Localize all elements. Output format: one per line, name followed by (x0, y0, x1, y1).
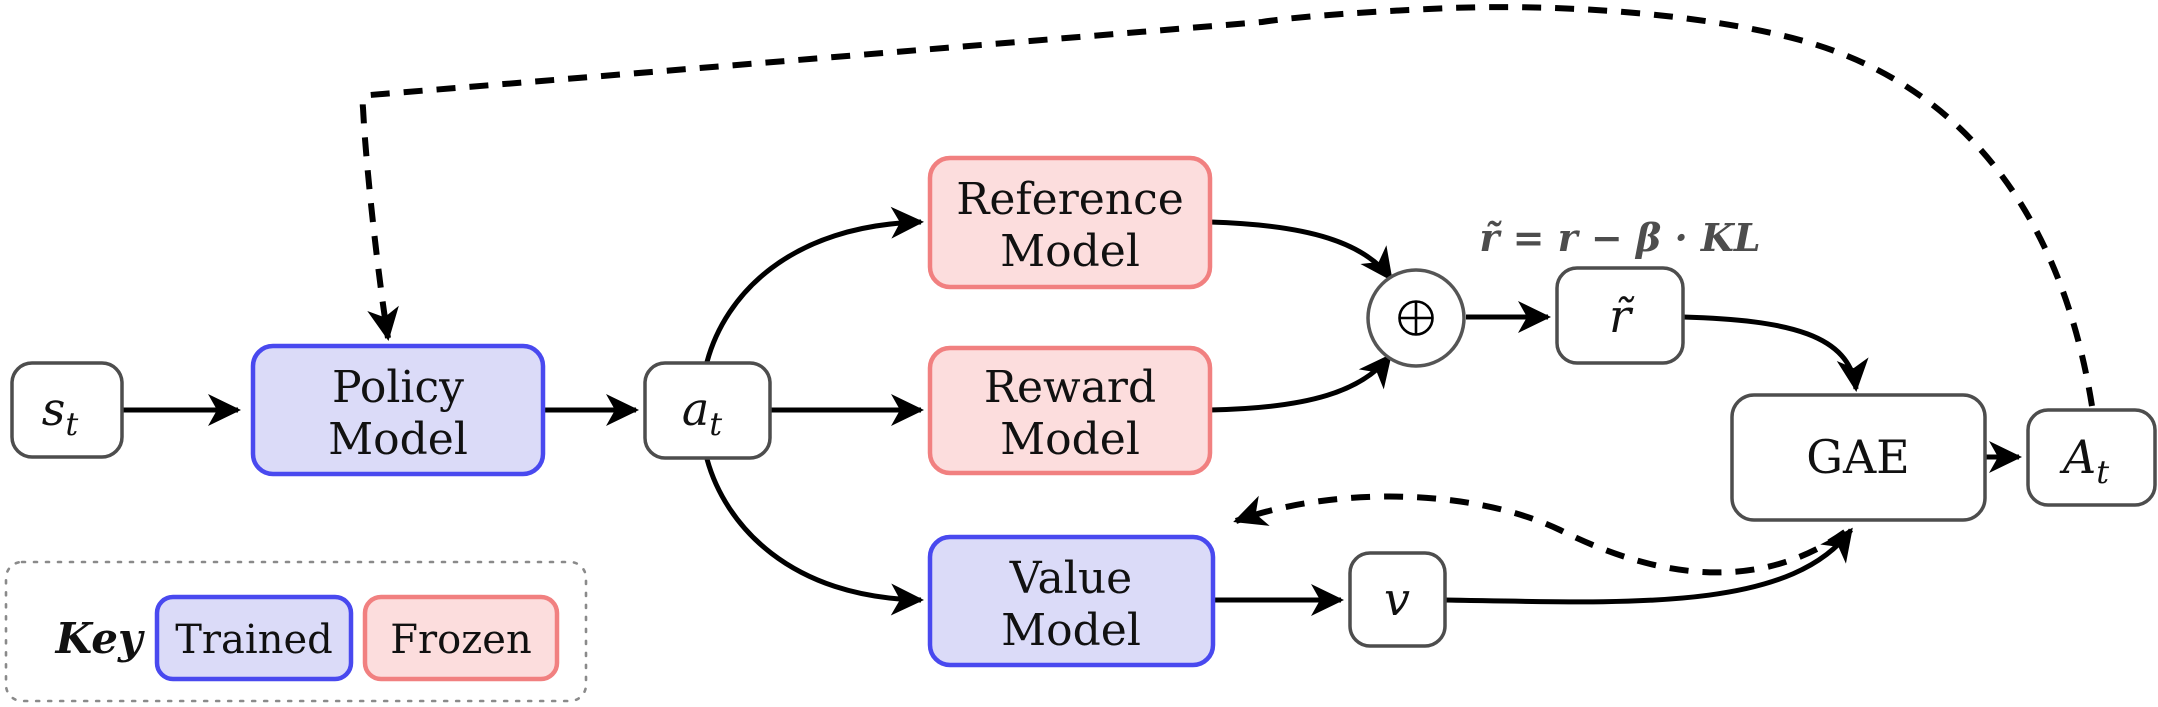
node-state: st (10, 361, 124, 459)
advantage-label: At (2059, 430, 2109, 491)
legend-trained-label: Trained (175, 617, 332, 663)
value-estimate-box (1348, 551, 1447, 648)
legend-frame (4, 560, 588, 703)
reference-model-label-line2: Model (1000, 226, 1140, 277)
node-action: at (643, 361, 772, 460)
reference-model-label-line1: Reference (956, 174, 1184, 225)
value-model-box (927, 534, 1216, 668)
gae-box (1730, 393, 1987, 522)
gae-label: GAE (1806, 430, 1910, 484)
oplus-icon (1398, 300, 1434, 336)
edge-reference-to-combiner (1209, 219, 1394, 282)
legend-box: Key Trained Frozen (4, 560, 588, 703)
policy-model-label-line1: Policy (332, 362, 464, 413)
combiner-node (1366, 268, 1466, 368)
state-box (10, 361, 124, 459)
edge-estimate-to-gae (1444, 527, 1854, 605)
policy-model-label-line2: Model (328, 414, 468, 465)
node-gae: GAE (1730, 393, 1987, 522)
node-reference-model: Reference Model (927, 155, 1213, 290)
value-model-label-line1: Value (1009, 553, 1132, 604)
node-advantage: At (2026, 408, 2157, 507)
legend-title: Key (55, 614, 145, 663)
advantage-box (2026, 408, 2157, 507)
node-policy-model: Policy Model (250, 343, 546, 477)
edge-gae-to-value-dashed (1233, 493, 1847, 576)
edge-reward-to-combiner (1209, 353, 1392, 413)
value-estimate-label: v (1384, 572, 1410, 626)
reward-equation-label: r̃ = r − β · KL (1479, 215, 1760, 260)
reference-model-box (927, 155, 1213, 290)
shaped-reward-label: r̃ (1609, 289, 1635, 343)
legend-frozen-label: Frozen (390, 617, 531, 663)
reward-model-label-line2: Model (1000, 414, 1140, 465)
reward-model-label-line1: Reward (984, 362, 1156, 413)
legend-frozen-swatch (362, 594, 560, 682)
node-value-estimate: v (1348, 551, 1447, 648)
edge-action-to-reference (704, 206, 924, 363)
node-shaped-reward: r̃ (1555, 266, 1685, 365)
node-value-model: Value Model (927, 534, 1216, 668)
value-model-label-line2: Model (1001, 605, 1141, 656)
action-box (643, 361, 772, 460)
edge-action-to-value (704, 458, 924, 616)
state-label: st (42, 382, 79, 443)
action-label: at (682, 382, 722, 443)
legend-trained-swatch (154, 594, 354, 682)
node-reward-model: Reward Model (927, 345, 1213, 476)
edge-shaped-reward-to-gae (1682, 314, 1869, 392)
policy-model-box (250, 343, 546, 477)
reward-model-box (927, 345, 1213, 476)
shaped-reward-box (1555, 266, 1685, 365)
